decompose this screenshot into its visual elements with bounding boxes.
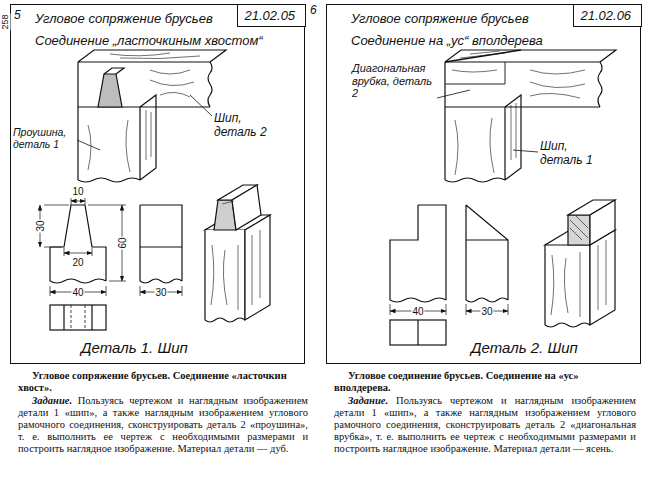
detail-1-isometric-part [205,230,245,320]
detail-1-isometric-part [205,318,245,322]
detail-1-views [50,205,182,330]
dovetail-joint-illustration-part [88,53,200,172]
dimension: 10 [71,186,84,197]
caption-heading: Угловое соединение брусьев. Соединение н… [334,370,636,394]
callout-label: Диагональная врубка, деталь 2 [352,62,434,100]
detail-2-isometric-part [590,230,615,325]
detail-2-views-part [466,205,508,300]
dimension-lines [40,198,182,296]
miter-joint-illustration [437,50,616,182]
caption-heading: Угловое сопряжение брусьев. Соединение «… [18,370,308,394]
handwritten-mark: 5 [14,9,21,23]
dimension: 30 [35,219,46,232]
dovetail-joint-illustration-part-part [88,53,200,172]
handwritten-mark: 6 [310,4,317,18]
detail-2-views-part [466,298,508,302]
detail-title: Деталь 2. Шип [471,339,578,356]
task-paragraph: Задание. Пользуясь чертежом и наглядным … [334,395,636,455]
dovetail-joint-illustration-part [78,178,140,182]
detail-2-isometric-part [568,215,590,245]
caption-block: Угловое соединение брусьев. Соединение н… [334,370,636,455]
sheet-heading: Соединение на „ус“ вполдерева [351,33,543,48]
page-number: 258 [0,13,11,30]
callout-label: Проушина, деталь 1 [13,126,75,150]
sheet-code: 21.02.05 [238,5,303,26]
detail-2-isometric-part [551,216,606,317]
dimension: 60 [117,236,128,249]
dovetail-joint-illustration [77,50,226,182]
dovetail-joint-illustration-part [98,74,122,107]
detail-2-isometric [545,200,615,327]
detail-2-isometric-part [545,245,590,325]
detail-2-views [390,205,508,345]
sheet-code-box: 21.02.05 [237,4,306,27]
miter-joint-illustration-part [445,62,505,84]
dimension: 30 [154,287,167,298]
detail-1-isometric-part [245,215,270,320]
detail-1-views-part [140,279,182,283]
dimension-lines-part [71,198,85,205]
task-word: Задание. [32,395,72,406]
detail-2-isometric-part-part [551,216,606,317]
detail-2-views-part [390,298,446,302]
miter-joint-illustration-part [598,62,602,107]
sheet-heading: Угловое сопряжение брусьев [35,11,213,26]
dimension-lines-part [64,253,92,254]
dimension: 20 [71,257,84,268]
miter-joint-illustration-part [513,150,538,152]
detail-2-views-part [390,320,446,345]
dimension-lines-part [44,205,69,247]
detail-1-views-part [71,305,85,330]
detail-1-views-part [50,205,106,281]
dimension: 40 [71,287,84,298]
dovetail-joint-illustration-part [190,95,212,116]
dovetail-joint-illustration-part [208,62,212,107]
detail-1-views-part [64,305,92,330]
task-word: Задание. [348,395,388,406]
detail-2-isometric-part [590,200,615,245]
caption-block: Угловое сопряжение брусьев. Соединение «… [18,370,308,455]
dovetail-joint-illustration-part [77,140,100,150]
dimension: 40 [411,306,424,317]
miter-joint-illustration-part [437,90,470,98]
dovetail-joint-illustration-part [78,50,226,180]
dovetail-joint-illustration-part [104,68,124,74]
drawing-sheet: Угловое сопряжение брусьевСоединение „ла… [10,4,305,364]
detail-1-isometric-part [205,230,245,320]
miter-joint-illustration-part [445,178,505,182]
detail-1-views-part [50,305,106,330]
dimension: 30 [480,306,493,317]
detail-2-views-part [390,205,446,300]
callout-label: Шип, деталь 2 [214,112,276,140]
sheet-code-box: 21.02.06 [573,4,642,27]
detail-2-isometric-part [545,323,590,327]
miter-joint-illustration-part [445,50,616,180]
dimension-lines-part [64,248,92,256]
sheet-heading: Соединение „ласточкиным хвостом“ [35,33,263,48]
detail-1-isometric-part-part [211,201,260,310]
detail-1-isometric-part [211,201,260,310]
detail-title: Деталь 1. Шип [81,339,188,356]
detail-1-views-part [50,279,106,283]
dimension-lines-part [71,201,85,202]
detail-1-isometric [205,185,270,322]
detail-2-views-part [417,320,418,345]
sheet-heading: Угловое сопряжение брусьев [351,11,529,26]
detail-1-views-part [140,205,182,281]
detail-1-isometric-part [232,185,261,230]
task-paragraph: Задание. Пользуясь чертежом и наглядным … [18,395,308,455]
miter-joint-illustration-part [445,50,521,62]
sheet-code: 21.02.06 [574,5,639,26]
callout-label: Шип, деталь 1 [540,140,602,168]
